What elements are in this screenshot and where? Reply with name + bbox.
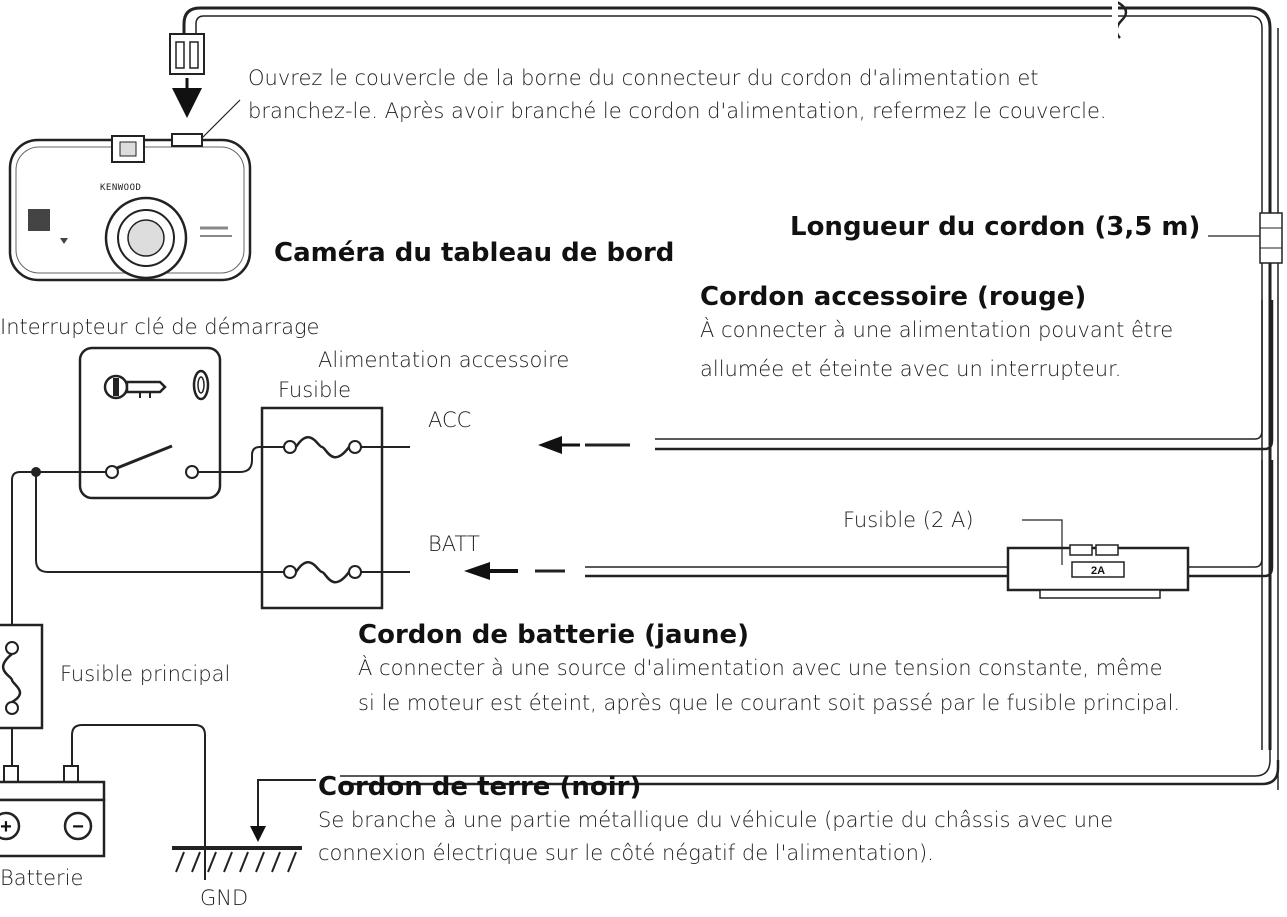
battery-label: Batterie — [0, 866, 84, 890]
battery-plus-sign: + — [0, 816, 12, 838]
batt-wire — [464, 460, 1274, 580]
fuse-box — [260, 406, 384, 610]
main-fuse — [0, 623, 44, 730]
accessory-power-label: Alimentation accessoire — [318, 348, 570, 372]
fuse-label: Fusible — [278, 378, 352, 402]
camera-title: Caméra du tableau de bord — [274, 238, 675, 268]
acc-cord-line-1: À connecter à une alimentation pouvant ê… — [700, 318, 1174, 342]
battery-cord-block: Cordon de batterie (jaune) À connecter à… — [358, 620, 1180, 720]
battery-minus-sign: − — [72, 816, 84, 838]
ground-cord-block: Cordon de terre (noir) Se branche à une … — [318, 772, 1113, 870]
battery: + − — [0, 765, 106, 858]
ground-cord-line-1: Se branche à une partie métallique du vé… — [318, 808, 1114, 832]
connector-note-line-2: branchez-le. Après avoir branché le cord… — [248, 99, 1107, 123]
key-icon — [103, 374, 167, 400]
connector-note: Ouvrez le couvercle de la borne du conne… — [248, 62, 1107, 128]
cord-length-label: Longueur du cordon (3,5 m) — [790, 212, 1201, 242]
battery-cord-line-1: À connecter à une source d'alimentation … — [358, 656, 1163, 680]
vehicle-wiring — [11, 446, 410, 880]
acc-cord-line-2: allumée et éteinte avec un interrupteur. — [700, 357, 1122, 381]
dash-camera: KENWOOD — [8, 133, 252, 282]
ground-wire — [250, 740, 1280, 842]
battery-cord-line-2: si le moteur est éteint, après que le co… — [358, 691, 1181, 715]
acc-label: ACC — [428, 408, 472, 432]
main-fuse-label: Fusible principal — [60, 662, 231, 686]
power-cord — [182, 0, 1279, 790]
ignition-switch-box — [78, 346, 222, 500]
batt-label: BATT — [428, 532, 480, 556]
inline-fuse-rating: 2A — [1091, 565, 1105, 577]
inline-fuse-holder: 2A — [1006, 519, 1190, 599]
note-pointer — [199, 99, 241, 141]
connector-note-line-1: Ouvrez le couvercle de la borne du conne… — [248, 66, 1039, 90]
acc-cord-block: Cordon accessoire (rouge) À connecter à … — [700, 282, 1173, 386]
connector-plug — [169, 33, 205, 118]
ignition-switch-label: Interrupteur clé de démarrage — [0, 315, 320, 339]
ground-symbol — [172, 846, 302, 873]
ground-cord-line-2: connexion électrique sur le côté négatif… — [318, 841, 934, 865]
acc-cord-title: Cordon accessoire (rouge) — [700, 282, 1087, 312]
acc-wire — [538, 300, 1274, 454]
camera-brand: KENWOOD — [100, 183, 141, 193]
ground-label: GND — [200, 886, 249, 910]
cord-length-marker — [1208, 212, 1283, 264]
inline-fuse-label: Fusible (2 A) — [843, 508, 974, 532]
ground-cord-title: Cordon de terre (noir) — [318, 772, 642, 802]
battery-cord-title: Cordon de batterie (jaune) — [358, 620, 750, 650]
